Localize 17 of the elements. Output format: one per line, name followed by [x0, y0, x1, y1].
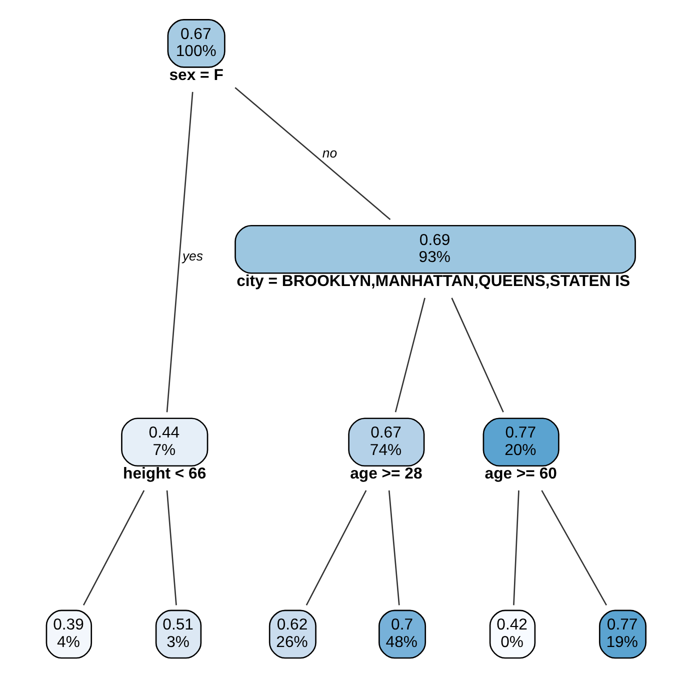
node-label: age >= 28 [350, 466, 422, 483]
connector [305, 490, 366, 606]
node-label: sex = F [168, 66, 223, 84]
node-label: city = BROOKLYN,MANHATTAN,QUEENS,STATEN IS [236, 272, 630, 290]
connector [450, 298, 504, 412]
connector [234, 87, 390, 220]
connector [166, 92, 193, 412]
node-label: height < 66 [122, 466, 206, 483]
connector [82, 490, 144, 606]
connector [394, 298, 425, 412]
connector [388, 490, 400, 606]
connector [512, 490, 519, 606]
edge-label: no [322, 146, 337, 161]
node-label: age >= 60 [484, 466, 556, 483]
connector [540, 490, 606, 606]
connector [166, 490, 176, 606]
edge-label: yes [182, 248, 202, 264]
